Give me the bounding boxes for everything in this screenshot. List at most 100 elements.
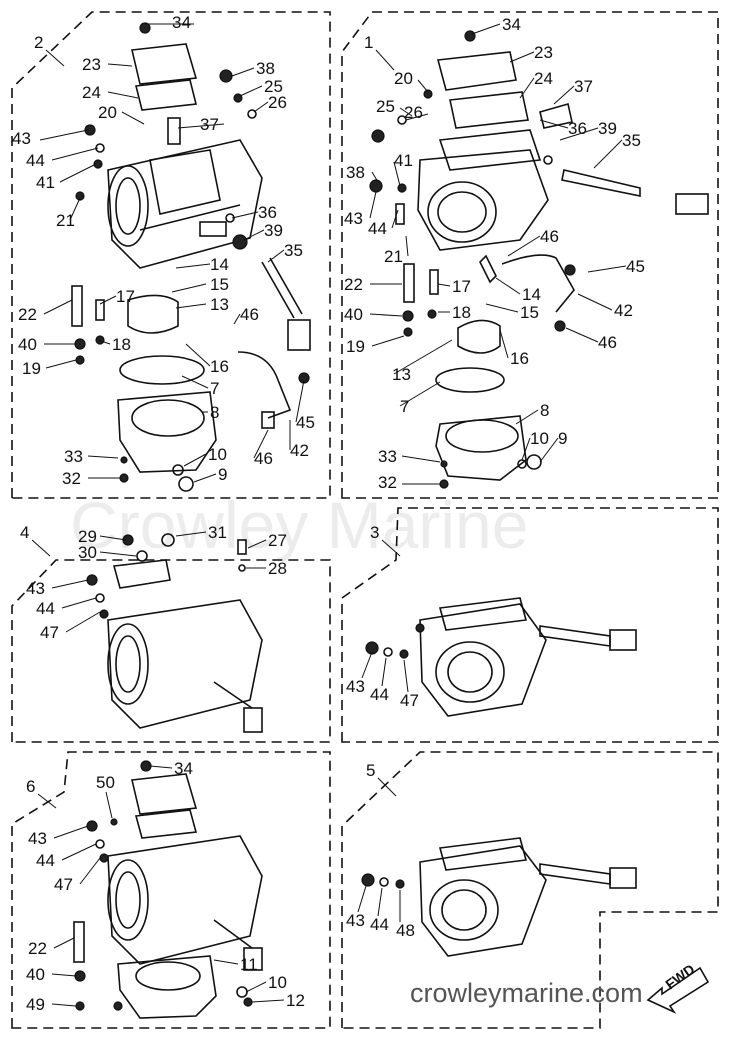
callout-number-s1: 14 [522,285,541,304]
callout-leader-line [99,535,127,541]
callout-leader-line [51,1003,77,1007]
callout-leader-line [53,937,75,949]
callout-leader-line [521,437,531,461]
callout-leader-line [267,249,285,263]
callout-leader-line [233,313,241,325]
panel-section-3 [341,507,719,743]
callout-leader-line [539,437,559,463]
callout-number-s1: 37 [574,77,593,96]
callout-leader-line [87,455,119,459]
callout-number-s2: 46 [254,449,273,468]
callout-leader-line [471,23,501,35]
callout-leader-line [507,235,541,257]
callout-leader-line [239,85,263,97]
callout-leader-line [393,339,453,375]
callout-number-s2: 40 [18,335,37,354]
site-watermark: crowleymarine.com [410,978,643,1008]
callout-leader-line [231,211,259,219]
callout-number-s2: 23 [82,55,101,74]
callout-leader-line [185,343,211,367]
callout-leader-line [553,85,575,105]
callout-number-s2: 21 [56,211,75,230]
callout-leader-line [175,531,207,537]
callout-leader-line [79,857,101,885]
callout-leader-line [51,973,77,977]
callout-number-s1: 39 [598,119,617,138]
callout-number-s2: 15 [210,275,229,294]
callout-number-s1: 46 [540,227,559,246]
callout-leader-line [371,171,379,183]
callout-leader-line [181,375,209,389]
callout-leader-line [107,63,133,67]
callout-number-s2: 39 [264,221,283,240]
callout-leader-line [515,409,539,425]
callout-number-s4: 31 [208,523,227,542]
callout-leader-line [39,129,89,141]
callout-leader-line [69,197,81,221]
callout-leader-line [519,77,535,99]
carburetor-drawing-section-3 [365,597,637,717]
callout-number-s5: 48 [396,921,415,940]
callout-leader-line [357,885,367,913]
section-number-6: 6 [26,777,57,809]
callout-number-s2: 22 [18,305,37,324]
callout-leader-line [51,579,89,589]
callout-number-s6: 22 [28,939,47,958]
callout-leader-line [495,277,521,295]
callout-leader-line [149,765,173,769]
callout-number-s4: 47 [40,623,59,642]
callout-number-s2: 10 [208,445,227,464]
callout-number-s6: 47 [54,875,73,894]
callout-number-s1: 17 [452,277,471,296]
panel-section-6 [11,751,331,1029]
callout-number-s2: 20 [98,103,117,122]
callout-number-s1: 25 [376,97,395,116]
svg-text:6: 6 [26,777,35,796]
callout-leader-line [99,295,117,305]
callout-number-s4: 29 [78,527,97,546]
callout-leader-line [65,611,101,633]
callout-leader-line [121,111,145,125]
section-number-3: 3 [370,523,401,557]
callout-number-s1: 45 [626,257,645,276]
callout-leader-line [559,127,599,141]
callout-leader-line [243,229,265,241]
callout-number-s6: 34 [174,759,193,778]
callout-number-s6: 43 [28,829,47,848]
callout-number-s1: 21 [384,247,403,266]
callout-leader-line [361,651,373,679]
callout-number-s2: 46 [240,305,259,324]
panel-section-2 [11,11,331,499]
callout-number-s1: 32 [378,473,397,492]
callout-leader-line [175,263,211,269]
section-number-5: 5 [366,761,397,797]
callout-number-s1: 40 [344,305,363,324]
callout-leader-line [401,455,441,463]
callout-leader-line [61,843,97,861]
callout-number-s6: 40 [26,965,45,984]
callout-number-s1: 8 [540,401,549,420]
callout-leader-line [565,327,599,343]
callout-number-s2: 26 [268,93,287,112]
callout-number-s1: 46 [598,333,617,352]
callout-leader-line [577,293,613,311]
callout-leader-line [499,329,509,359]
carburetor-drawing-section-1 [369,30,709,489]
callout-number-s1: 13 [392,365,411,384]
callout-number-s4: 30 [78,543,97,562]
section-number-4: 4 [20,523,51,557]
callout-leader-line [381,657,387,687]
callout-number-s2: 43 [12,129,31,148]
callout-number-s2: 34 [172,13,191,32]
callout-number-s3: 47 [400,691,419,710]
callout-number-s2: 42 [290,441,309,460]
carburetor-drawing-section-2 [71,22,311,492]
callout-leader-line [405,235,409,257]
callout-number-s2: 45 [296,413,315,432]
callout-number-s4: 44 [36,599,55,618]
callout-number-s6: 44 [36,851,55,870]
callout-leader-line [245,981,267,993]
callout-leader-line [177,123,225,129]
forward-direction-arrow: FWD [646,961,710,1014]
callout-number-s6: 11 [240,955,258,974]
